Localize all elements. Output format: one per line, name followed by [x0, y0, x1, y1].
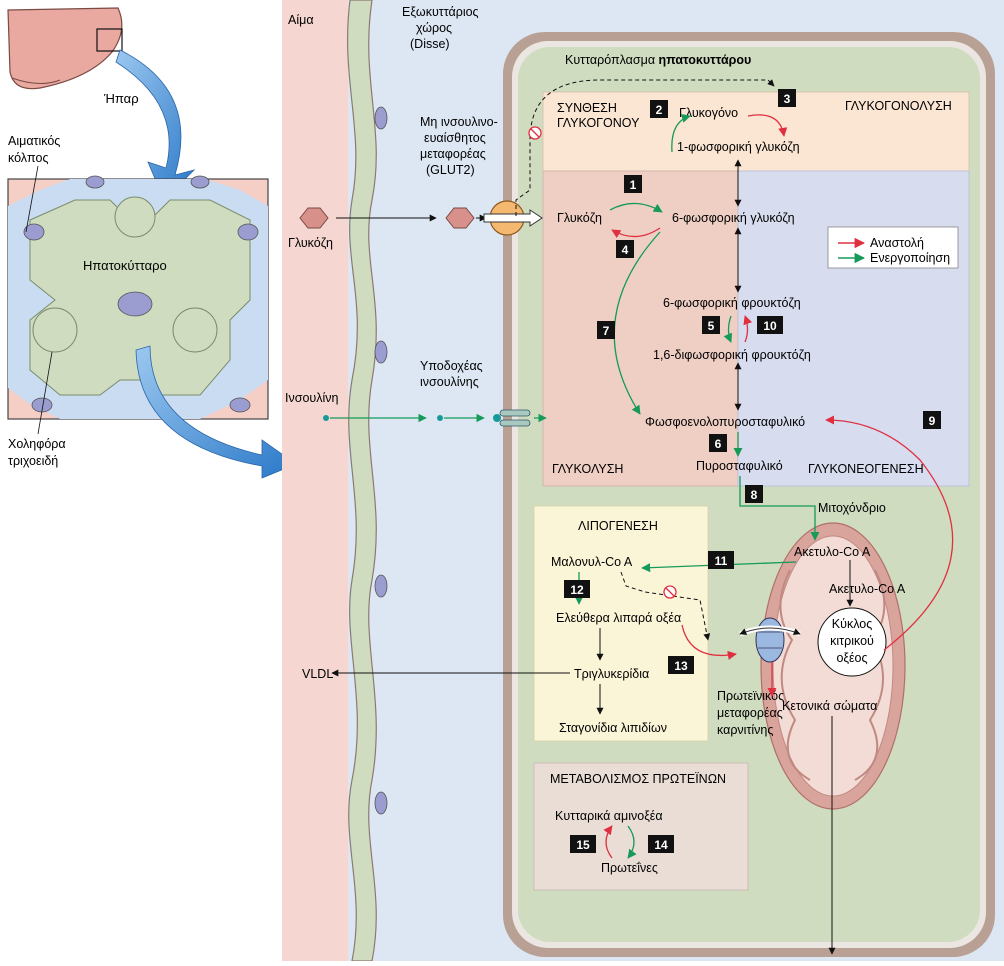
malonyl-coa-label: Μαλονυλ-Co A — [551, 555, 633, 569]
ketones-label: Κετονικά σώματα — [782, 699, 877, 713]
insulin-receptor-label-1: Υποδοχέας — [420, 359, 483, 373]
sinusoid-label-1: Αιματικός — [8, 134, 60, 148]
krebs-label-1: Κύκλος — [832, 617, 872, 631]
f16bp-label: 1,6-διφωσφορική φρουκτόζη — [653, 348, 811, 362]
step-11-badge: 11 — [715, 554, 728, 568]
zoom-arrow-bottom — [135, 345, 297, 479]
blood-region — [282, 0, 348, 961]
glycolysis-label: ΓΛΥΚΟΛΥΣΗ — [552, 462, 623, 476]
lipid-droplets-label: Σταγονίδια λιπιδίων — [559, 721, 667, 735]
insulin-dot-2 — [437, 415, 443, 421]
pyruvate-label: Πυροσταφυλικό — [696, 459, 783, 473]
step-15-badge: 15 — [576, 838, 590, 852]
lipogenesis-label: ΛΙΠΟΓΕΝΕΣΗ — [578, 519, 658, 533]
step-2-badge: 2 — [656, 103, 663, 117]
cpt-label-1: Πρωτεϊνικός — [717, 689, 784, 703]
zoom-arrow-top — [115, 49, 196, 201]
pep-label: Φωσφοενολοπυροσταφυλικό — [645, 415, 805, 429]
mitochondrion-label: Μιτοχόνδριο — [818, 501, 886, 515]
glut2-label-2: ευαίσθητος — [424, 131, 486, 145]
legend: Αναστολή Ενεργοποίηση — [827, 226, 959, 269]
disse-label-1: Εξωκυττάριος — [402, 5, 479, 19]
hepatocyte-label: Ηπατοκύτταρο — [83, 258, 167, 273]
cytoplasm-title: Κυτταρόπλασμα ηπατοκυττάρου — [565, 53, 751, 67]
protein-metabolism-label: ΜΕΤΑΒΟΛΙΣΜΟΣ ΠΡΩΤΕΪΝΩΝ — [550, 772, 726, 786]
sinusoid-label-2: κόλπος — [8, 151, 49, 165]
liver-organ-label: Ήπαρ — [103, 91, 139, 106]
step-7-badge: 7 — [603, 324, 610, 338]
insulin-label: Ινσουλίνη — [285, 391, 339, 405]
step-10-badge: 10 — [763, 319, 777, 333]
zoom-box — [96, 28, 123, 52]
nucleus-center — [117, 291, 153, 317]
proteins-label: Πρωτεΐνες — [601, 861, 658, 875]
blood-label: Αίμα — [288, 13, 314, 27]
krebs-cycle: Κύκλος κιτρικού οξέος — [817, 607, 887, 677]
ffa-label: Ελεύθερα λιπαρά οξέα — [556, 611, 681, 625]
step-1-badge: 1 — [630, 178, 637, 192]
legend-activation: Ενεργοποίηση — [870, 251, 950, 265]
vldl-label: VLDL — [302, 667, 333, 681]
glycogen-synthesis-label-1: ΣΥΝΘΕΣΗ — [557, 101, 617, 115]
step-9-badge: 9 — [929, 414, 936, 428]
krebs-label-2: κιτρικού — [830, 634, 874, 648]
disse-label-2: χώρος — [416, 21, 452, 35]
step-6-badge: 6 — [715, 437, 722, 451]
step-4-badge: 4 — [622, 243, 629, 257]
liver-organ — [7, 7, 123, 90]
acetyl-coa-1-label: Ακετυλο-Co A — [794, 545, 871, 559]
glucose-blood-icon — [299, 207, 329, 229]
insulin-receptor-icon — [493, 409, 531, 427]
f6p-label: 6-φωσφορική φρουκτόζη — [663, 296, 801, 310]
insulin-receptor-label-2: ινσουλίνης — [420, 375, 479, 389]
step-badges: 1 2 3 4 5 6 7 8 9 10 11 12 13 14 15 — [564, 89, 941, 853]
glucose-disse-icon — [445, 207, 475, 229]
bile-label-1: Χοληφόρα — [8, 437, 66, 451]
lipogenesis-area — [533, 505, 709, 742]
step-12-badge: 12 — [570, 583, 584, 597]
glycogen-synthesis-label-2: ΓΛΥΚΟΓΟΝΟΥ — [557, 116, 640, 130]
cpt-label-3: καρνιτίνης — [717, 723, 773, 737]
step-13-badge: 13 — [674, 659, 688, 673]
glycogen-label: Γλυκογόνο — [679, 106, 738, 120]
glut2-label-1: Μη ινσουλινο- — [420, 115, 498, 129]
step-5-badge: 5 — [708, 319, 715, 333]
amino-acids-label: Κυτταρικά αμινοξέα — [555, 809, 663, 823]
glut2-transporter-icon — [483, 200, 543, 236]
glucose-in-label: Γλυκόζη — [557, 211, 602, 225]
bile-label-2: τριχοειδή — [8, 454, 58, 468]
gluconeogenesis-label: ΓΛΥΚΟΝΕΟΓΕΝΕΣΗ — [808, 462, 924, 476]
acetyl-coa-2-label: Ακετυλο-Co A — [829, 582, 906, 596]
lobule-panel — [7, 175, 269, 420]
cpt-label-2: μεταφορέας — [717, 706, 783, 720]
glut2-label-4: (GLUT2) — [426, 163, 475, 177]
protein-area — [533, 762, 749, 891]
glucose-blood-label: Γλυκόζη — [288, 236, 333, 250]
step-3-badge: 3 — [784, 92, 791, 106]
insulin-dot-1 — [323, 415, 329, 421]
step-8-badge: 8 — [751, 488, 758, 502]
triglycerides-label: Τριγλυκερίδια — [574, 667, 649, 681]
carnitine-transporter-icon — [739, 617, 801, 663]
step-14-badge: 14 — [654, 838, 668, 852]
glut2-label-3: μεταφορέας — [420, 147, 486, 161]
legend-inhibition: Αναστολή — [870, 236, 924, 250]
krebs-label-3: οξέος — [836, 651, 867, 665]
disse-label-3: (Disse) — [410, 37, 450, 51]
glycogenolysis-label: ΓΛΥΚΟΓΟΝΟΛΥΣΗ — [845, 99, 952, 113]
g6p-label: 6-φωσφορική γλυκόζη — [672, 211, 795, 225]
g1p-label: 1-φωσφορική γλυκόζη — [677, 140, 800, 154]
